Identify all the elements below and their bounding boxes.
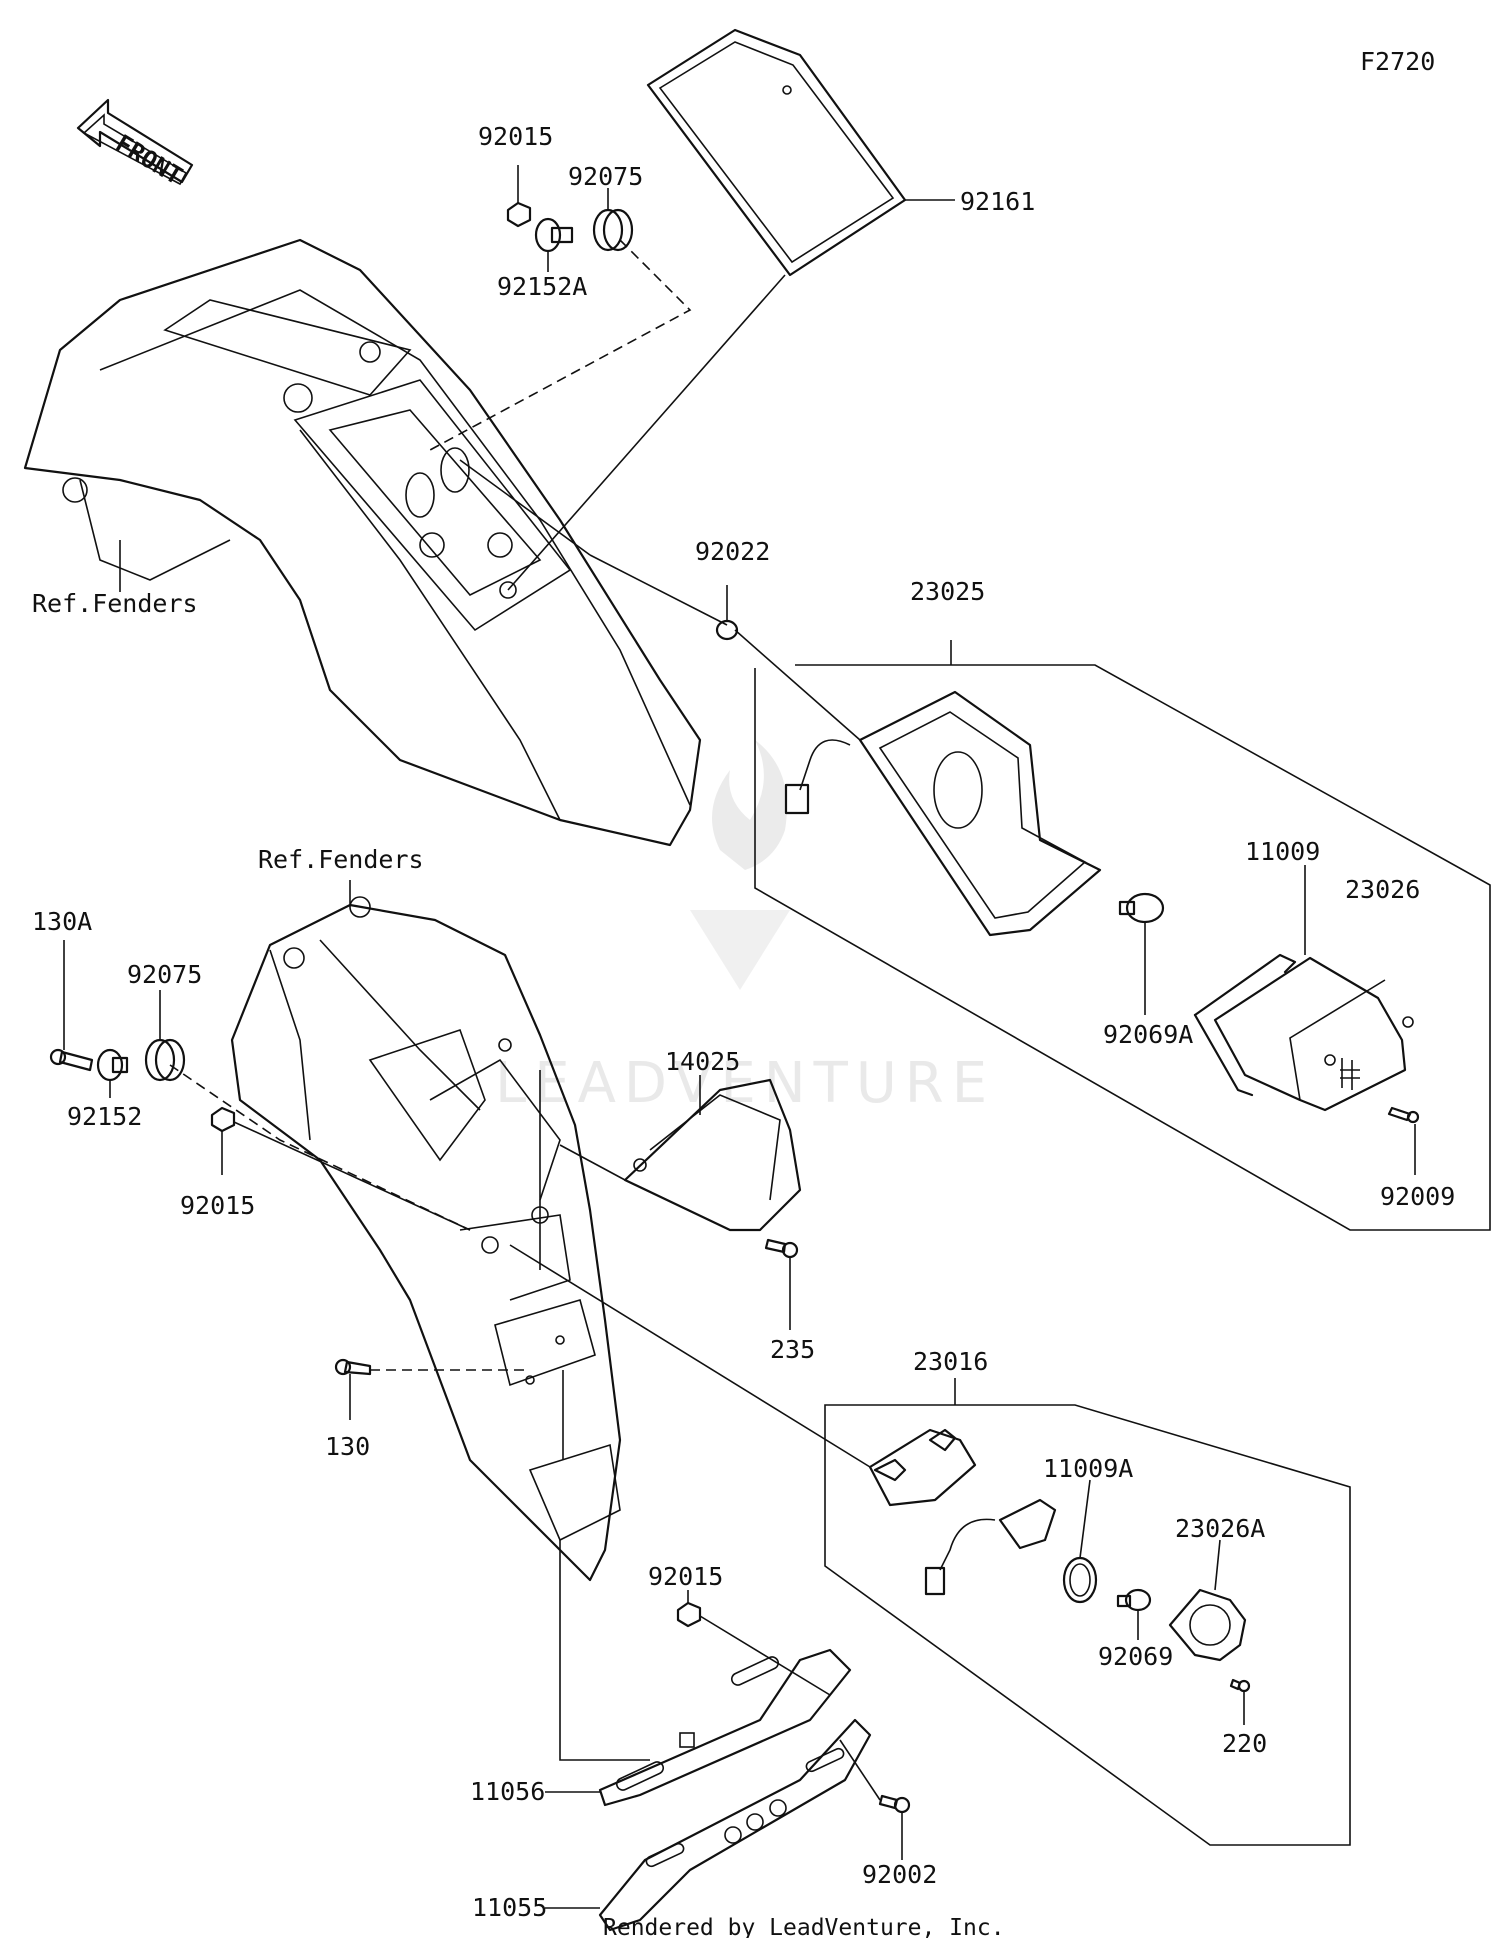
label-92015-bottom: 92015 [648,1562,723,1591]
label-11056: 11056 [470,1777,545,1806]
label-92015-top: 92015 [478,122,553,151]
front-arrow-icon: FRONT [76,98,194,190]
label-23025: 23025 [910,577,985,606]
part-220-screw [1229,1678,1251,1693]
ref-fenders-upper: Ref.Fenders [32,589,198,618]
part-92015-nut-bottom [676,1601,702,1628]
label-11009: 11009 [1245,837,1320,866]
leader-lines [63,165,1416,1909]
part-11009A-gasket-ring [1062,1556,1098,1604]
label-92152: 92152 [67,1102,142,1131]
label-92075-left: 92075 [127,960,202,989]
diagram-code: F2720 [1360,47,1435,76]
label-130: 130 [325,1432,370,1461]
part-92152-collar [96,1048,129,1082]
part-23026A-lens [1168,1588,1247,1662]
part-130A-bolt [49,1048,94,1072]
part-92009-screw [1387,1106,1420,1124]
part-92075-grommet-top [592,208,634,252]
label-11009A: 11009A [1043,1454,1133,1483]
group-box-23016 [824,1404,1351,1846]
watermark-text: LEADVENTURE [495,1051,995,1116]
part-11009-gasket [1193,953,1297,1097]
label-92152A: 92152A [497,272,587,301]
label-92009: 92009 [1380,1182,1455,1211]
label-235: 235 [770,1335,815,1364]
label-23016: 23016 [913,1347,988,1376]
group-box-23025 [754,664,1491,1231]
leadventure-watermark: LEADVENTURE [495,740,995,1116]
label-92002: 92002 [862,1860,937,1889]
part-11056-bracket [598,1648,852,1807]
ref-fenders-lower: Ref.Fenders [258,845,424,874]
part-92161-plate [646,28,907,277]
rear-fender-upper [23,238,702,847]
label-92069: 92069 [1098,1642,1173,1671]
part-92075-grommet-left [144,1038,186,1082]
part-235-screw [764,1238,799,1259]
label-220: 220 [1222,1729,1267,1758]
label-23026: 23026 [1345,875,1420,904]
label-14025: 14025 [665,1047,740,1076]
label-130A: 130A [32,907,92,936]
part-92069A-bulb [1118,892,1165,924]
label-92075-top: 92075 [568,162,643,191]
part-23026-lens [1213,956,1414,1112]
label-11055: 11055 [472,1893,547,1922]
part-92152A-collar [534,217,574,253]
part-14025-cover [623,1078,802,1232]
part-23025-taillight-housing [784,690,1102,937]
part-92015-nut-top [506,201,532,228]
label-92022: 92022 [695,537,770,566]
part-92022-washer [715,619,739,641]
label-92069A: 92069A [1103,1020,1193,1049]
label-92015-left: 92015 [180,1191,255,1220]
label-23026A: 23026A [1175,1514,1265,1543]
part-92069-bulb [1116,1588,1152,1612]
part-130-bolt [334,1358,372,1376]
part-92002-bolt [878,1794,911,1814]
label-92161: 92161 [960,187,1035,216]
part-92015-nut-left [210,1106,236,1133]
part-23016-license-light [868,1428,1057,1596]
part-11055-plate [598,1718,872,1932]
rear-fender-lower [230,896,622,1582]
footer-credit: Rendered by LeadVenture, Inc. [603,1915,1005,1938]
